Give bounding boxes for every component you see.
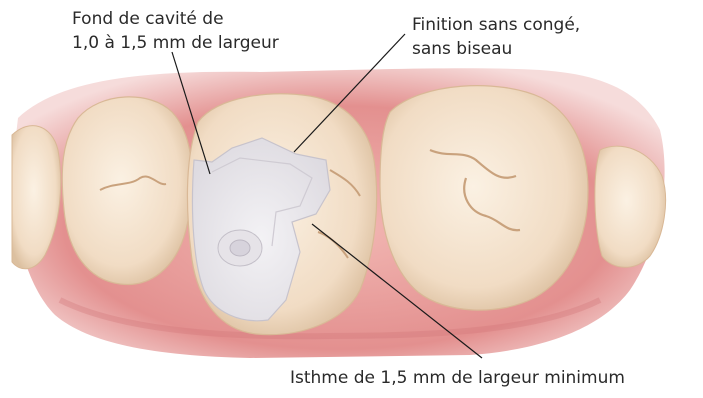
finish-label-line1: Finition sans congé, — [412, 13, 580, 37]
cavity-floor-label-line2: 1,0 à 1,5 mm de largeur — [72, 31, 279, 55]
cavity-floor-label: Fond de cavité de 1,0 à 1,5 mm de largeu… — [72, 7, 279, 55]
cavity-floor-label-line1: Fond de cavité de — [72, 7, 279, 31]
finish-label: Finition sans congé, sans biseau — [412, 13, 580, 61]
right-partial-tooth — [595, 146, 666, 267]
premolar-tooth — [62, 97, 192, 285]
isthmus-label: Isthme de 1,5 mm de largeur minimum — [290, 366, 625, 390]
preparation-pit-inner — [230, 240, 250, 256]
right-molar — [380, 86, 588, 311]
isthmus-label-text: Isthme de 1,5 mm de largeur minimum — [290, 366, 625, 390]
finish-label-line2: sans biseau — [412, 37, 580, 61]
